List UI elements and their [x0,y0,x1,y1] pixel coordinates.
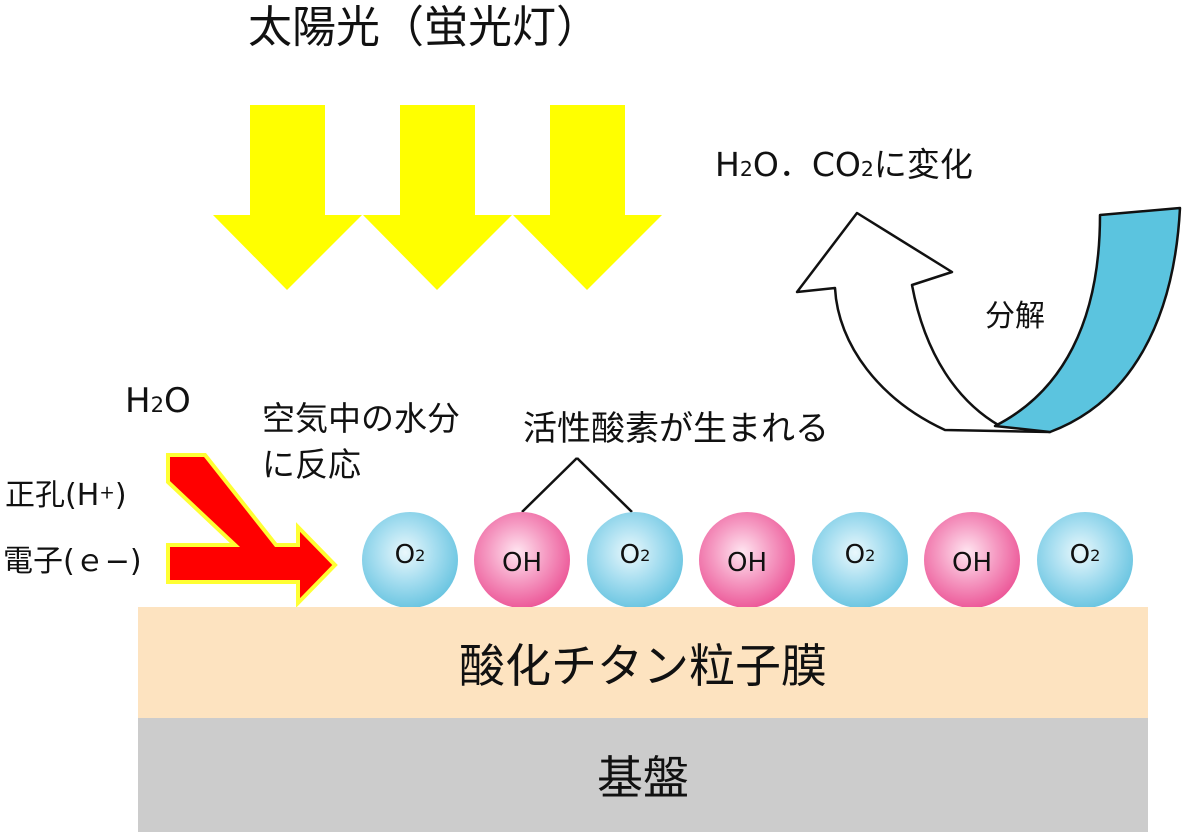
titanium-oxide-layer: 酸化チタン粒子膜 [138,607,1148,718]
water-label: H2O [125,384,191,418]
decompose-curved-arrow [795,211,1052,434]
active-oxygen-label: 活性酸素が生まれる [523,409,829,449]
molecule-oh: OH [699,512,795,608]
molecule-label: O [394,540,416,570]
result-label-part: H [715,145,740,184]
result-label: H2O．CO2に変化 [715,148,973,181]
hole-label-part: ) [114,478,127,513]
light-arrow-1 [213,105,362,290]
light-arrow-3 [513,105,662,290]
result-label-part: に変化 [873,145,973,184]
water-label-subscript: 2 [150,392,164,417]
connector-line-right [576,457,633,513]
molecule-oh: OH [924,512,1020,608]
molecule-label: OH [726,548,767,578]
molecule-label: OH [951,548,992,578]
molecule-label: O [844,540,866,570]
decompose-label: 分解 [985,299,1045,334]
molecule-label: O [619,540,641,570]
molecule-subscript: 2 [865,545,876,565]
molecule-subscript: 2 [415,545,426,565]
substrate-layer: 基盤 [138,718,1148,832]
titanium-oxide-label: 酸化チタン粒子膜 [459,638,827,693]
water-label-part: O [164,381,191,421]
hole-label-part: 正孔(H [5,478,100,513]
molecule-subscript: 2 [1090,545,1101,565]
excitation-arrow [166,453,338,608]
air-moisture-label-line1: 空気中の水分 [262,399,460,438]
molecule-label: O [1069,540,1091,570]
connector-line-left [521,457,578,513]
molecule-subscript: 2 [640,545,651,565]
air-moisture-label-line2: に反応 [262,445,361,484]
substrate-label: 基盤 [597,751,689,805]
electron-label: 電子(ｅ−) [3,544,142,579]
decompose-ribbon [993,206,1182,434]
molecule-oh: OH [474,512,570,608]
molecule-label: OH [501,548,542,578]
light-source-title: 太陽光（蛍光灯） [248,2,600,53]
result-label-part: O．CO [752,145,861,184]
water-label-part: H [125,381,151,421]
result-label-subscript: 2 [739,157,753,181]
hole-label: 正孔(H+) [5,481,127,511]
light-arrow-2 [363,105,512,290]
hole-label-superscript: + [99,482,115,504]
result-label-subscript: 2 [860,157,874,181]
